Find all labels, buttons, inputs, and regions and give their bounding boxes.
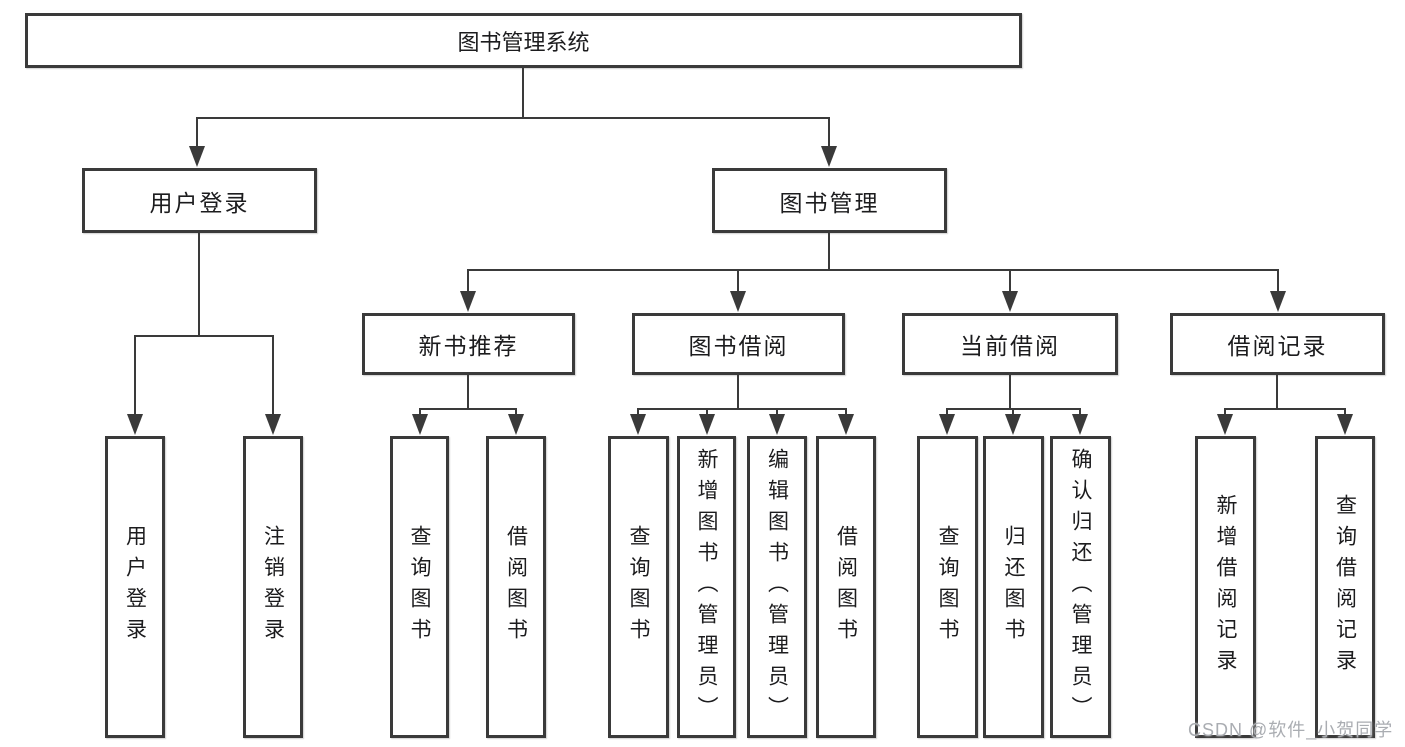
node-label: 查询借阅记录 [1333, 494, 1357, 680]
connector-line [134, 335, 274, 337]
arrowhead-down-icon [1005, 414, 1021, 435]
node-label: 查询图书 [627, 525, 650, 649]
connector-line [1276, 375, 1278, 409]
node-label: 用户登录 [123, 525, 147, 649]
connector-line [198, 233, 200, 336]
connector-line [134, 335, 136, 415]
leaf-query-borrow-record: 查询借阅记录 [1315, 436, 1375, 738]
arrowhead-down-icon [1337, 414, 1353, 435]
arrowhead-down-icon [412, 414, 428, 435]
connector-line [637, 408, 639, 416]
leaf-user-login: 用户登录 [105, 436, 165, 738]
node-label: 查询图书 [936, 525, 959, 649]
connector-line [737, 269, 739, 293]
connector-line [706, 408, 708, 416]
node-label: 新增图书（管理员） [695, 447, 718, 727]
connector-line [1079, 408, 1081, 416]
connector-line [828, 117, 830, 147]
leaf-query-books-recommend: 查询图书 [390, 436, 449, 738]
node-label: 借阅图书 [504, 525, 528, 649]
connector-line [272, 335, 274, 415]
leaf-add-book-admin: 新增图书（管理员） [677, 436, 736, 738]
node-borrowing-records: 借阅记录 [1170, 313, 1385, 375]
connector-line [419, 408, 421, 416]
connector-line [1224, 408, 1346, 410]
connector-line [467, 375, 469, 409]
arrowhead-down-icon [1072, 414, 1088, 435]
node-label: 借阅图书 [834, 525, 858, 649]
node-label: 归还图书 [1002, 525, 1025, 649]
leaf-confirm-return-admin: 确认归还（管理员） [1050, 436, 1111, 738]
node-user-login: 用户登录 [82, 168, 317, 233]
arrowhead-down-icon [1270, 291, 1286, 312]
arrowhead-down-icon [265, 414, 281, 435]
arrowhead-down-icon [699, 414, 715, 435]
connector-line [522, 68, 524, 118]
arrowhead-down-icon [1002, 291, 1018, 312]
arrowhead-down-icon [769, 414, 785, 435]
node-label: 查询图书 [408, 525, 431, 649]
arrowhead-down-icon [630, 414, 646, 435]
node-book-borrowing: 图书借阅 [632, 313, 845, 375]
connector-line [419, 408, 517, 410]
leaf-borrow-books-borrow: 借阅图书 [816, 436, 876, 738]
node-new-book-recommendation: 新书推荐 [362, 313, 575, 375]
node-label: 新增借阅记录 [1214, 494, 1237, 680]
node-label: 编辑图书（管理员） [765, 447, 789, 727]
leaf-logout: 注销登录 [243, 436, 303, 738]
arrowhead-down-icon [460, 291, 476, 312]
connector-line [828, 233, 830, 270]
arrowhead-down-icon [939, 414, 955, 435]
leaf-query-books-current: 查询图书 [917, 436, 978, 738]
arrowhead-down-icon [189, 146, 205, 167]
leaf-query-books-borrow: 查询图书 [608, 436, 669, 738]
leaf-edit-book-admin: 编辑图书（管理员） [747, 436, 807, 738]
connector-line [737, 375, 739, 409]
leaf-add-borrow-record: 新增借阅记录 [1195, 436, 1256, 738]
connector-line [196, 117, 198, 147]
node-label: 确认归还（管理员） [1069, 447, 1092, 727]
arrowhead-down-icon [838, 414, 854, 435]
arrowhead-down-icon [508, 414, 524, 435]
connector-line [1009, 375, 1011, 409]
connector-line [637, 408, 847, 410]
node-book-management: 图书管理 [712, 168, 947, 233]
arrowhead-down-icon [127, 414, 143, 435]
connector-line [1224, 408, 1226, 416]
arrowhead-down-icon [821, 146, 837, 167]
arrowhead-down-icon [1217, 414, 1233, 435]
connector-line [1344, 408, 1346, 416]
connector-line [467, 269, 469, 293]
watermark: CSDN @软件_小贺同学 [1188, 720, 1394, 740]
connector-line [467, 269, 1279, 271]
leaf-borrow-books-recommend: 借阅图书 [486, 436, 546, 738]
connector-line [515, 408, 517, 416]
arrowhead-down-icon [730, 291, 746, 312]
connector-line [196, 117, 830, 119]
node-current-borrowing: 当前借阅 [902, 313, 1118, 375]
node-library-system: 图书管理系统 [25, 13, 1022, 68]
connector-line [776, 408, 778, 416]
connector-line [1009, 269, 1011, 293]
node-label: 注销登录 [261, 525, 285, 649]
connector-line [1012, 408, 1014, 416]
connector-line [1277, 269, 1279, 293]
leaf-return-book: 归还图书 [983, 436, 1044, 738]
connector-line [946, 408, 948, 416]
connector-line [845, 408, 847, 416]
